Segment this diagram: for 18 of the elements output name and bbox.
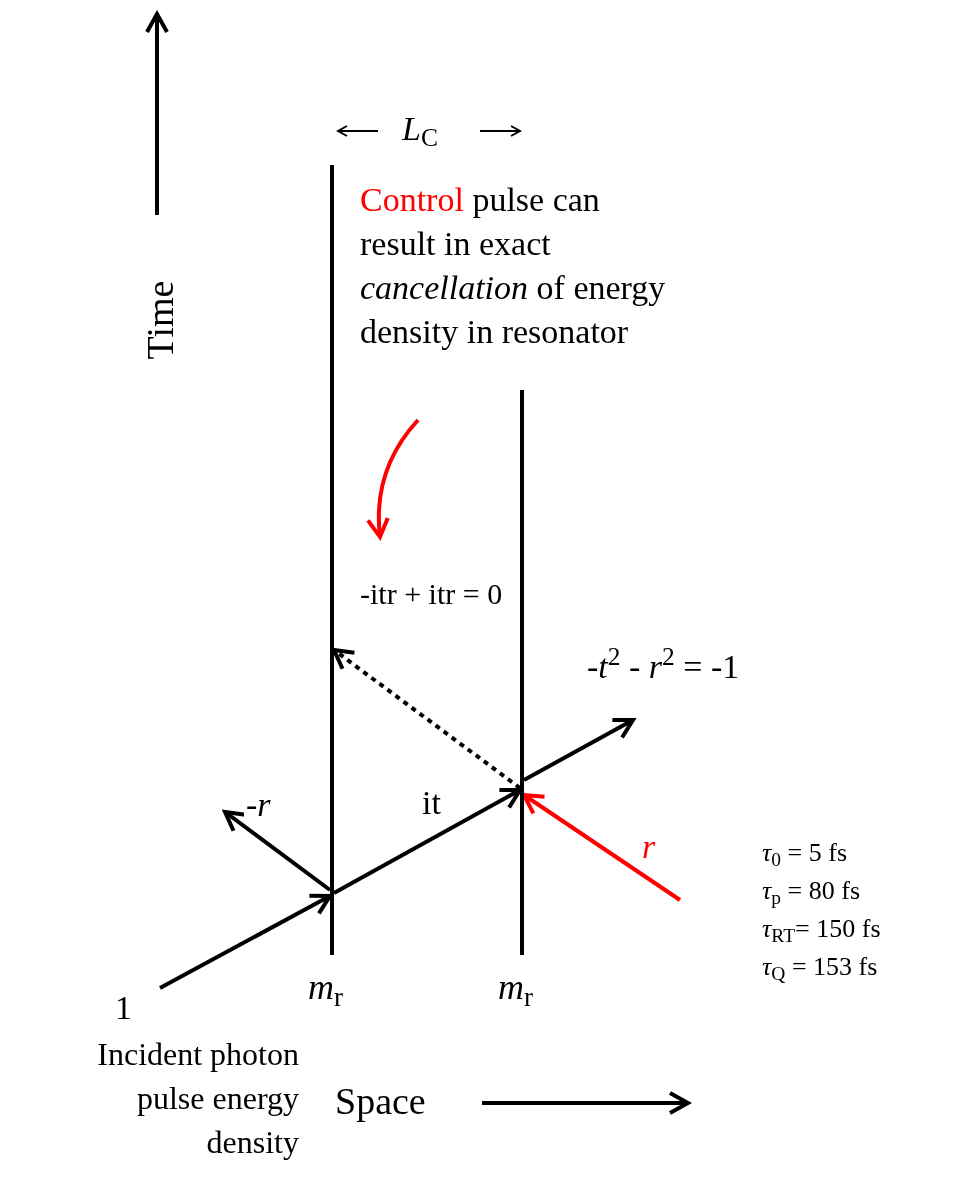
dotted-arrow [332, 648, 522, 790]
arrow [159, 893, 332, 990]
curved-arrow [366, 418, 420, 539]
input-value: 1 [115, 988, 132, 1028]
arrow [523, 717, 635, 782]
parameter-text: τ$_{RT}$= 150 fs [762, 916, 881, 942]
arrow [223, 810, 332, 892]
arrow [522, 793, 682, 902]
mirror-label: m$_{r}$ [308, 969, 343, 1005]
equation-text: -itr + itr = 0 [360, 576, 504, 612]
input-caption: Incident photon pulse energy density [96, 1035, 299, 1162]
annotation-text: Control pulse can result in exact cancellation of energy density in resonator [360, 180, 667, 352]
mirror-label: m$_{r}$ [498, 969, 533, 1005]
arrow [333, 787, 522, 895]
dimension-label: L$_{C}$ [402, 112, 438, 146]
axis-label: Time [141, 280, 179, 360]
parameter-text: τ$_{0}$ = 5 fs [762, 840, 847, 866]
axis-label: Space [335, 1082, 426, 1120]
